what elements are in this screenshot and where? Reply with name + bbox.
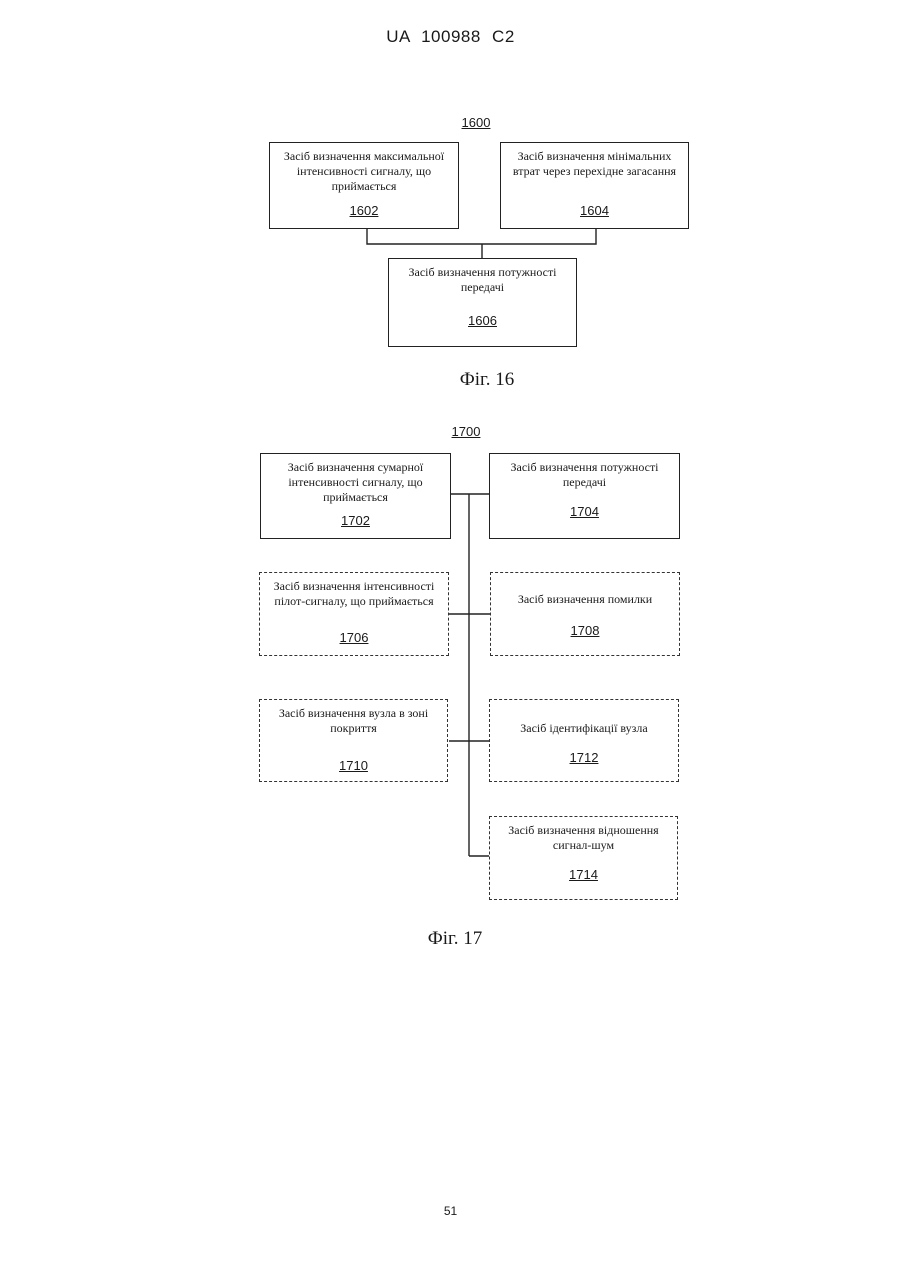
block-1708-ref: 1708 xyxy=(491,623,679,638)
figure-16-caption: Фіг. 16 xyxy=(417,369,557,391)
block-1710: Засіб визначення вузла в зоні покриття 1… xyxy=(259,699,448,782)
block-1712-ref: 1712 xyxy=(490,750,678,765)
block-1710-ref: 1710 xyxy=(260,758,447,773)
block-1704: Засіб визначення потужності передачі 170… xyxy=(489,453,680,539)
block-1604-ref: 1604 xyxy=(501,203,688,218)
figure-17-caption: Фіг. 17 xyxy=(385,928,525,950)
block-1604-text: Засіб визначення мінімальних втрат через… xyxy=(507,149,682,179)
page-number: 51 xyxy=(0,1204,901,1218)
block-1602-ref: 1602 xyxy=(270,203,458,218)
block-1708: Засіб визначення помилки 1708 xyxy=(490,572,680,656)
block-1714: Засіб визначення відношення сигнал-шум 1… xyxy=(489,816,678,900)
block-1712-text: Засіб ідентифікації вузла xyxy=(496,721,672,736)
block-1606: Засіб визначення потужності передачі 160… xyxy=(388,258,577,347)
block-1604: Засіб визначення мінімальних втрат через… xyxy=(500,142,689,229)
block-1708-text: Засіб визначення помилки xyxy=(497,592,673,607)
block-1706: Засіб визначення інтенсивності пілот-сиг… xyxy=(259,572,449,656)
block-1702: Засіб визначення сумарної інтенсивності … xyxy=(260,453,451,539)
block-1606-text: Засіб визначення потужності передачі xyxy=(395,265,570,295)
block-1704-ref: 1704 xyxy=(490,504,679,519)
block-1702-text: Засіб визначення сумарної інтенсивності … xyxy=(267,460,444,505)
block-1706-ref: 1706 xyxy=(260,630,448,645)
block-1704-text: Засіб визначення потужності передачі xyxy=(496,460,673,490)
block-1602: Засіб визначення максимальної інтенсивно… xyxy=(269,142,459,229)
block-1712: Засіб ідентифікації вузла 1712 xyxy=(489,699,679,782)
block-1710-text: Засіб визначення вузла в зоні покриття xyxy=(266,706,441,736)
block-1602-text: Засіб визначення максимальної інтенсивно… xyxy=(276,149,452,194)
block-1714-ref: 1714 xyxy=(490,867,677,882)
block-1606-ref: 1606 xyxy=(389,313,576,328)
block-1706-text: Засіб визначення інтенсивності пілот-сиг… xyxy=(266,579,442,609)
figure-17-id: 1700 xyxy=(426,424,506,439)
block-1714-text: Засіб визначення відношення сигнал-шум xyxy=(496,823,671,853)
block-1702-ref: 1702 xyxy=(261,513,450,528)
figure-16-id: 1600 xyxy=(436,115,516,130)
